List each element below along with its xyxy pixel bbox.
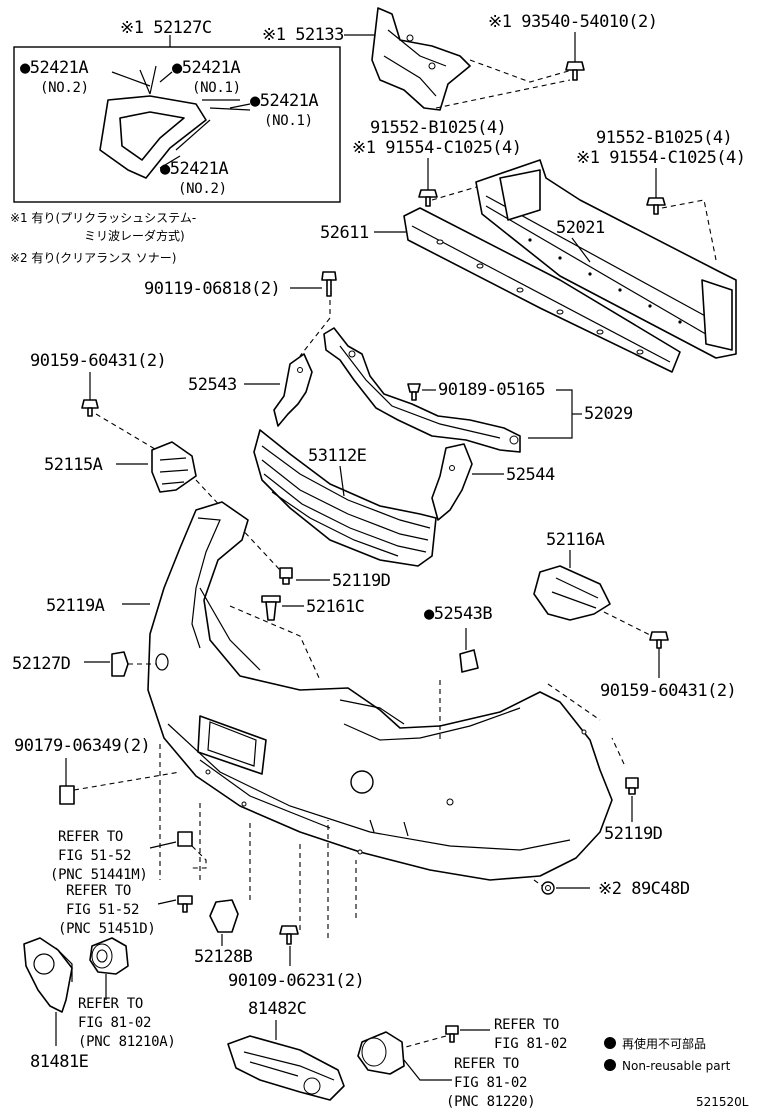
label-81482C: 81482C	[248, 999, 306, 1019]
label-52543B: ●52543B	[424, 604, 492, 624]
refer-3-line-1: REFER TO	[78, 996, 143, 1012]
fog-lamp-right-part	[357, 1031, 405, 1075]
label-52421A-no2-top: ●52421A	[20, 58, 88, 78]
legend-bullet-1-icon	[604, 1037, 616, 1049]
label-no1-mid: (NO.1)	[264, 113, 313, 129]
label-91552-left: 91552-B1025(4)	[370, 118, 506, 138]
label-90109-06231: 90109-06231(2)	[228, 971, 364, 991]
label-91554-left: ※1 91554-C1025(4)	[352, 138, 522, 158]
label-52421A-no1-top: ●52421A	[172, 58, 240, 78]
bolt-91552-left-icon	[418, 189, 438, 207]
refer-4-line-1: REFER TO	[494, 1017, 559, 1033]
refer-2-line-3: (PNC 51451D)	[58, 921, 156, 937]
label-52119D-right: 52119D	[604, 824, 663, 844]
label-52021: 52021	[556, 218, 605, 238]
bumper-cover-52119A-part	[147, 501, 613, 881]
pad-52543B-icon	[459, 649, 479, 673]
label-52116A: 52116A	[546, 530, 605, 550]
label-no2-top: (NO.2)	[40, 80, 89, 96]
refer-3-line-2: FIG 81-02	[78, 1015, 151, 1031]
nut-90179-icon	[59, 785, 75, 805]
refer-2-line-1: REFER TO	[66, 883, 131, 899]
note-1-line-1: ※1 有り(プリクラッシュシステム-	[10, 211, 196, 225]
label-52127D: 52127D	[12, 654, 71, 674]
refer-5-line-3: (PNC 81220)	[446, 1094, 535, 1110]
refer-4-line-2: FIG 81-02	[494, 1036, 567, 1052]
screw-51451D-icon	[177, 895, 193, 913]
label-53112E: 53112E	[308, 446, 367, 466]
side-support-52029-part	[323, 327, 521, 453]
label-52128B: 52128B	[194, 947, 253, 967]
bracket-52543-part	[273, 353, 313, 427]
refer-3-line-3: (PNC 81210A)	[78, 1034, 176, 1050]
label-89C48D: ※2 89C48D	[598, 879, 690, 899]
bolt-91552-right-icon	[646, 197, 666, 215]
label-52133: ※1 52133	[262, 25, 344, 45]
label-91554-right: ※1 91554-C1025(4)	[576, 148, 746, 168]
label-90159-60431-left: 90159-60431(2)	[30, 351, 166, 371]
label-52544: 52544	[506, 465, 555, 485]
refer-1-line-2: FIG 51-52	[58, 848, 131, 864]
clip-90189-icon	[407, 383, 421, 401]
bolt-90119-icon	[321, 271, 337, 297]
label-81481E: 81481E	[30, 1052, 89, 1072]
bumper-reinforcement-part	[475, 159, 737, 359]
legend-item-2: Non-reusable part	[622, 1059, 731, 1073]
label-52115A: 52115A	[44, 455, 103, 475]
label-90159-60431-right: 90159-60431(2)	[600, 681, 736, 701]
retainer-52116A-part	[533, 565, 611, 621]
label-90179-06349: 90179-06349(2)	[14, 736, 150, 756]
label-90119-06818: 90119-06818(2)	[144, 279, 280, 299]
bolt-90159-right-icon	[649, 631, 669, 649]
refer-5-line-1: REFER TO	[454, 1056, 519, 1072]
clip-52119D-top-icon	[279, 567, 293, 585]
label-no1-top: (NO.1)	[192, 80, 241, 96]
bolt-93540-icon	[565, 61, 585, 81]
bracket-52544-part	[431, 443, 473, 521]
refer-1-line-1: REFER TO	[58, 829, 123, 845]
refer-1-line-3: (PNC 51441M)	[50, 867, 148, 883]
clip-51441M-icon	[177, 831, 193, 847]
bolt-90159-left-icon	[81, 399, 99, 417]
cap-52128B-icon	[209, 899, 239, 933]
clip-52119D-right-icon	[625, 777, 639, 795]
radar-bracket-part	[371, 7, 471, 111]
refer-5-line-2: FIG 81-02	[454, 1075, 527, 1091]
label-52119D-top: 52119D	[332, 571, 391, 591]
label-52611: 52611	[320, 223, 369, 243]
radar-cover-part	[99, 65, 251, 179]
legend-bullet-2-icon	[604, 1059, 616, 1071]
screw-fog-lamp-icon	[445, 1025, 459, 1043]
legend-item-1: 再使用不可部品	[622, 1036, 706, 1051]
retainer-52115A-part	[151, 441, 197, 493]
diagram-code: 521520L	[696, 1095, 749, 1109]
label-no2-bot: (NO.2)	[178, 181, 227, 197]
note-1-line-2: ミリ波レーダ方式)	[84, 228, 185, 243]
screw-90109-icon	[279, 925, 299, 945]
inset-box	[13, 46, 341, 203]
label-52543: 52543	[188, 375, 237, 395]
label-52119A: 52119A	[46, 596, 105, 616]
label-90189-05165: 90189-05165	[438, 380, 545, 400]
cover-52127D-icon	[111, 651, 129, 677]
sensor-89C48D-icon	[541, 881, 555, 895]
label-52421A-no1-mid: ●52421A	[250, 91, 318, 111]
fog-lamp-cover-81481E-part	[23, 937, 73, 1013]
clip-52161C-icon	[261, 595, 281, 621]
fog-lamp-cover-81482C-part	[227, 1035, 345, 1101]
fog-lamp-left-part	[89, 937, 129, 975]
label-52029: 52029	[584, 404, 633, 424]
label-52161C: 52161C	[306, 597, 364, 617]
label-91552-right: 91552-B1025(4)	[596, 128, 732, 148]
note-2: ※2 有り(クリアランス ソナー)	[10, 251, 176, 265]
energy-absorber-part	[403, 207, 681, 373]
grille-53112E-part	[253, 429, 437, 567]
label-52421A-no2-bot: ●52421A	[160, 159, 228, 179]
label-93540-54010: ※1 93540-54010(2)	[488, 12, 658, 32]
refer-2-line-2: FIG 51-52	[66, 902, 139, 918]
label-52127C: ※1 52127C	[120, 18, 212, 38]
